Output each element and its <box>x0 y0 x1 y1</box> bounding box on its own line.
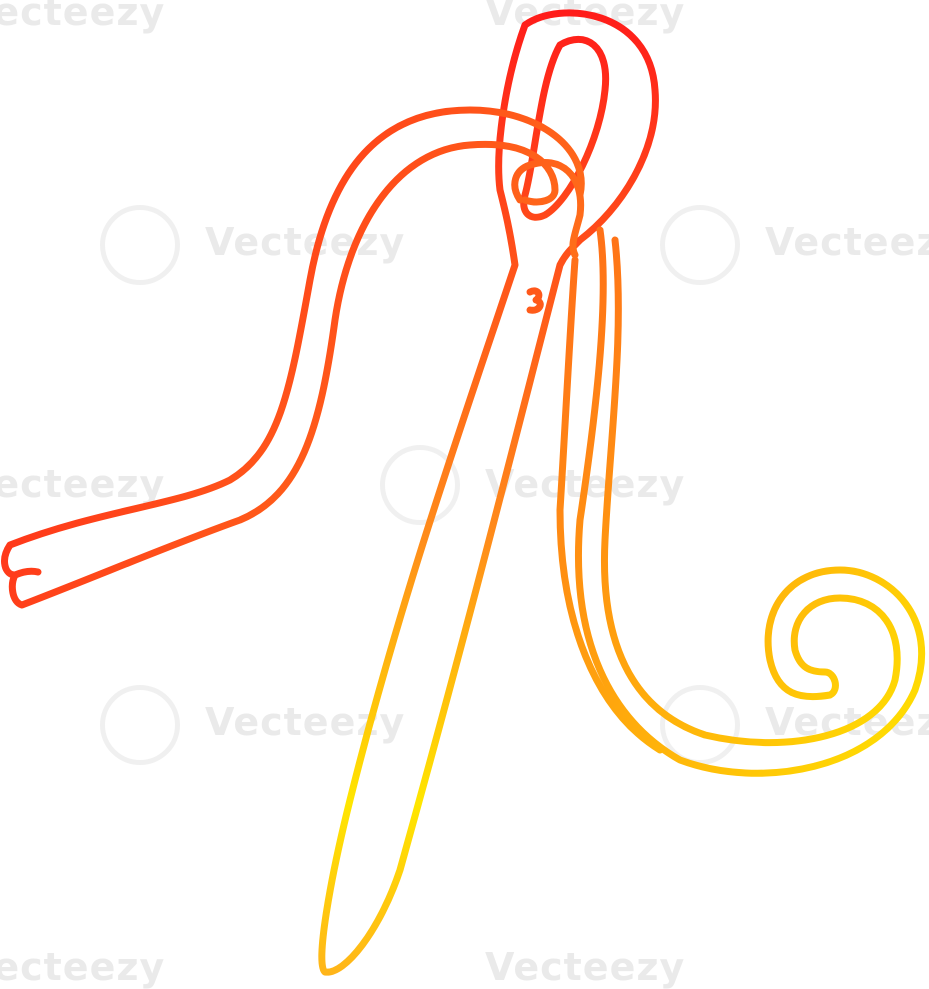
needle <box>318 9 659 976</box>
watermark-logo-icon <box>380 445 460 525</box>
watermark-logo-icon <box>100 205 180 285</box>
watermark-text: Vecteezy <box>765 220 929 264</box>
watermark-logo-icon <box>100 685 180 765</box>
thread-right <box>556 226 925 777</box>
watermark-text: Vecteezy <box>0 0 166 34</box>
watermark-logo-icon <box>660 205 740 285</box>
thread-left <box>1 106 585 609</box>
watermark-logo-icon <box>660 685 740 765</box>
watermark-text: Vecteezy <box>0 462 166 506</box>
needle-eye <box>520 35 610 221</box>
watermark-text: Vecteezy <box>205 220 406 264</box>
